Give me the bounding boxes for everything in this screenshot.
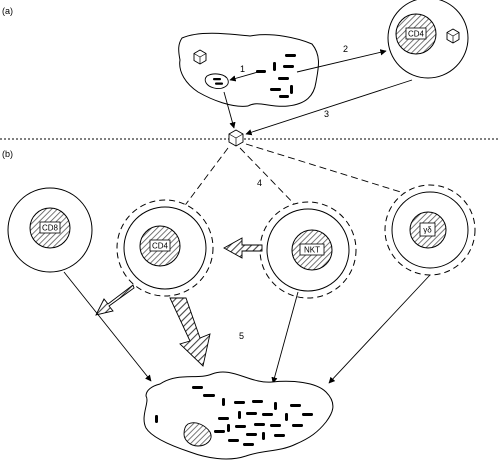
fragment bbox=[192, 386, 203, 389]
fragment bbox=[292, 424, 303, 427]
fragment bbox=[246, 433, 257, 436]
fragment bbox=[270, 424, 281, 427]
fragment bbox=[270, 88, 281, 91]
fragment bbox=[155, 415, 158, 423]
fragments-bottom bbox=[155, 386, 313, 446]
cell-label-nkt: NKT bbox=[304, 246, 320, 255]
arrow-step-2 bbox=[296, 49, 387, 73]
fragment bbox=[215, 82, 223, 85]
fragment bbox=[290, 85, 293, 94]
arrow-nkt-to-tissue bbox=[271, 291, 299, 384]
arrow-step-1 bbox=[229, 71, 259, 82]
fragment bbox=[228, 439, 239, 442]
panel-label-a: (a) bbox=[2, 6, 13, 16]
fragment bbox=[285, 54, 296, 57]
fragment bbox=[285, 413, 288, 421]
fragment bbox=[256, 70, 266, 73]
cell-label-cd4: CD4 bbox=[152, 242, 169, 251]
fragment bbox=[302, 413, 313, 416]
arrow-cd8-to-tissue bbox=[63, 271, 152, 382]
step-label-1: 1 bbox=[240, 64, 245, 74]
gd-t-cell: γδ bbox=[384, 184, 476, 276]
tissue-blob-top bbox=[178, 32, 319, 107]
arrow-blob-to-antigen bbox=[223, 91, 236, 129]
fragment bbox=[234, 401, 245, 404]
nkt-cell: NKT bbox=[259, 201, 357, 299]
step-label-2: 2 bbox=[343, 44, 348, 54]
fragment bbox=[235, 425, 246, 428]
cell-label-gd: γδ bbox=[423, 226, 432, 235]
fragment bbox=[274, 402, 277, 410]
panel-label-b: (b) bbox=[2, 149, 13, 159]
cd4-cell: CD4 bbox=[116, 199, 214, 297]
fragments-top bbox=[256, 54, 296, 98]
step-label-4: 4 bbox=[257, 178, 262, 188]
help-arrow-nkt-to-cd4 bbox=[223, 237, 263, 259]
arrow-gd-to-tissue bbox=[328, 274, 431, 384]
help-arrow-cd4-to-cd8 bbox=[95, 284, 135, 316]
fragment bbox=[246, 412, 257, 415]
fragment bbox=[254, 423, 265, 426]
fragment bbox=[243, 443, 254, 446]
fragment bbox=[252, 400, 263, 403]
fragment bbox=[290, 404, 301, 407]
fragment bbox=[273, 62, 276, 71]
step-label-3: 3 bbox=[324, 109, 329, 119]
fragment bbox=[222, 398, 225, 406]
fragment bbox=[262, 432, 265, 440]
fragment bbox=[214, 430, 225, 433]
cell-label-cd4-top: CD4 bbox=[408, 30, 425, 39]
fragment bbox=[227, 424, 230, 432]
cd4-cell-top: CD4 bbox=[387, 0, 469, 79]
fragment bbox=[213, 78, 221, 81]
cell-label-cd8: CD8 bbox=[42, 224, 59, 233]
fragment bbox=[238, 411, 241, 419]
cd8-cell: CD8 bbox=[7, 187, 93, 273]
uptake-cell bbox=[204, 73, 229, 89]
fragment bbox=[262, 413, 273, 416]
step-label-5: 5 bbox=[239, 331, 244, 341]
antigen-icon bbox=[228, 129, 244, 147]
fragment bbox=[203, 394, 215, 397]
damaged-cell bbox=[183, 422, 212, 447]
arrow-step-3 bbox=[245, 79, 413, 136]
fragment bbox=[218, 417, 229, 420]
fragment bbox=[274, 434, 285, 437]
fragment bbox=[278, 77, 289, 80]
fragment bbox=[283, 65, 294, 68]
help-arrow-cd4-to-tissue bbox=[169, 297, 211, 367]
antigen-icon bbox=[446, 28, 460, 44]
antigen-icon bbox=[193, 49, 207, 65]
fragment bbox=[279, 95, 289, 98]
presentation-lines bbox=[182, 143, 421, 211]
